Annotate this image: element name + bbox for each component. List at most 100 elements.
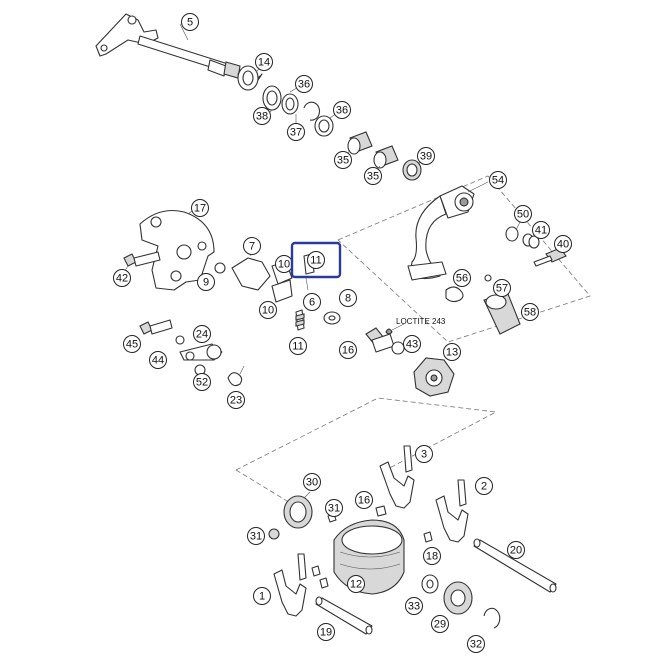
callout-circle [334, 151, 352, 169]
callout-circle [475, 477, 493, 495]
callout-36b: 36 [333, 101, 351, 119]
lower-group-outline-2 [235, 469, 293, 505]
callout-circle [417, 147, 435, 165]
callout-8: 8 [339, 289, 357, 307]
pin-18-part [423, 531, 433, 543]
callout-label: 9 [203, 277, 209, 289]
callout-30: 30 [303, 473, 321, 491]
callout-2: 2 [475, 477, 493, 495]
callout-11b: 11 [289, 337, 307, 355]
callout-label: 36 [336, 105, 348, 117]
callout-circle [507, 541, 525, 559]
callout-label: 19 [320, 627, 332, 639]
callout-14: 14 [255, 53, 273, 71]
callout-label: 52 [196, 377, 208, 389]
needle-bearings-part [345, 131, 423, 181]
callout-circle [295, 75, 313, 93]
bracket-part [139, 207, 215, 291]
callout-33: 33 [405, 597, 423, 615]
callout-circle [532, 221, 550, 239]
callout-label: 31 [328, 503, 340, 515]
callout-circle [347, 575, 365, 593]
callout-circle [514, 205, 532, 223]
callout-label: 56 [456, 273, 468, 285]
callout-label: 32 [470, 639, 482, 651]
callout-layer: 5143638373635353954504140565758177111094… [113, 13, 572, 653]
washers-part [262, 85, 339, 137]
callout-label: 14 [258, 57, 270, 69]
callout-35b: 35 [364, 167, 382, 185]
callout-1: 1 [253, 587, 271, 605]
callout-circle [317, 623, 335, 641]
callout-circle [259, 301, 277, 319]
callout-label: 7 [249, 241, 255, 253]
callout-label: 18 [426, 551, 438, 563]
callout-circle [521, 303, 539, 321]
callout-circle [191, 199, 209, 217]
callout-label: 50 [517, 209, 529, 221]
callout-circle [287, 123, 305, 141]
callout-circle [489, 171, 507, 189]
callout-10b: 10 [259, 301, 277, 319]
callout-5: 5 [181, 13, 199, 31]
callout-label: 16 [358, 495, 370, 507]
callout-40: 40 [554, 235, 572, 253]
callout-circle [247, 527, 265, 545]
callout-circle [303, 473, 321, 491]
callout-label: 42 [116, 273, 128, 285]
callout-label: 20 [510, 545, 522, 557]
callout-circle [253, 107, 271, 125]
loctite-note: LOCTITE 243 [396, 317, 446, 326]
callout-50: 50 [514, 205, 532, 223]
callout-label: 39 [420, 151, 432, 163]
callout-circle [355, 491, 373, 509]
callout-11a: 11 [307, 251, 325, 269]
callout-label: 31 [250, 531, 262, 543]
callout-circle [423, 547, 441, 565]
callout-circle [467, 635, 485, 653]
callout-label: 8 [345, 293, 351, 305]
callout-label: 10 [278, 259, 290, 271]
callout-label: 43 [406, 339, 418, 351]
callout-circle [554, 235, 572, 253]
shift-drum-part [333, 519, 405, 595]
callout-37: 37 [287, 123, 305, 141]
shift-star-part [413, 357, 455, 397]
callout-label: 35 [367, 171, 379, 183]
callout-circle [333, 101, 351, 119]
lever-pivot-parts [505, 221, 567, 267]
callout-label: 54 [492, 175, 504, 187]
callout-circle [303, 293, 321, 311]
callout-label: 38 [256, 111, 268, 123]
callout-52: 52 [193, 373, 211, 391]
callout-label: 57 [496, 283, 508, 295]
callout-label: 3 [421, 449, 427, 461]
callout-56: 56 [453, 269, 471, 287]
callout-58: 58 [521, 303, 539, 321]
callout-circle [453, 269, 471, 287]
callout-label: 41 [535, 225, 547, 237]
callout-label: 11 [310, 255, 321, 267]
callout-label: 5 [187, 17, 193, 29]
callout-9: 9 [197, 273, 215, 291]
fork-shaft-20-part [473, 538, 557, 593]
callout-41: 41 [532, 221, 550, 239]
callout-circle [339, 341, 357, 359]
screw-31b-part [268, 528, 280, 540]
gear-30-part [283, 491, 313, 529]
callout-label: 2 [481, 481, 487, 493]
callout-label: 45 [126, 339, 138, 351]
callout-12: 12 [347, 575, 365, 593]
callout-3: 3 [415, 445, 433, 463]
callout-23: 23 [227, 391, 245, 409]
callout-label: 33 [408, 601, 420, 613]
callout-39: 39 [417, 147, 435, 165]
callout-circle [405, 597, 423, 615]
callout-label: 58 [524, 307, 536, 319]
shift-lever-part [407, 181, 489, 281]
callout-label: 1 [259, 591, 265, 603]
callout-38: 38 [253, 107, 271, 125]
callout-circle [403, 335, 421, 353]
callout-label: 16 [342, 345, 354, 357]
pin-16b-part [375, 505, 387, 517]
